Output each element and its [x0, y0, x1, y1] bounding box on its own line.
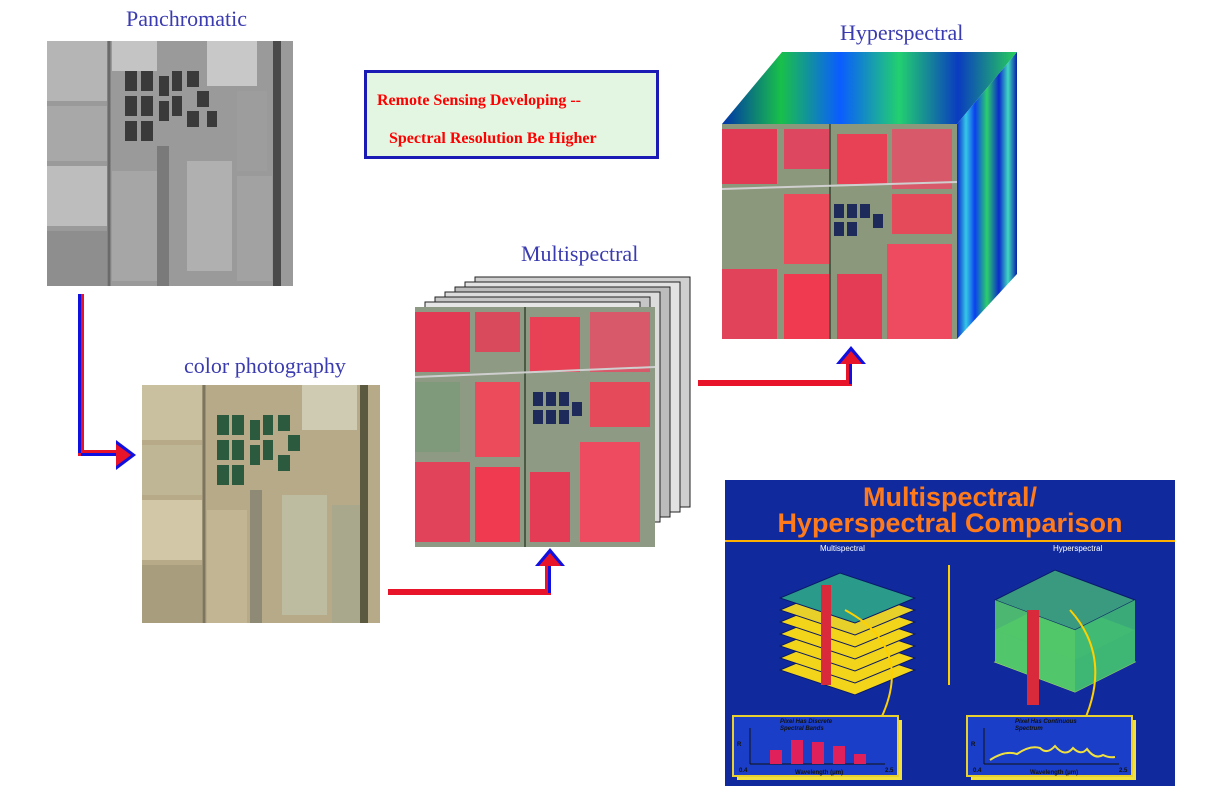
multispectral-stack: [414, 272, 695, 547]
hypercube-top-face: [722, 52, 1017, 124]
panchromatic-image: [47, 41, 293, 286]
multispectral-front-layer: [414, 307, 656, 547]
right-axis-r: R: [971, 742, 976, 748]
multispectral-layers: [778, 572, 917, 696]
comparison-title-line-1: Multispectral/: [862, 482, 1038, 512]
hyperspectral-layers: [993, 569, 1137, 705]
arrow-color-to-multi: [388, 548, 565, 595]
left-spectrum-box: [732, 715, 902, 780]
title-underline: [725, 540, 1175, 542]
color-photography-image: [142, 385, 380, 623]
right-panel-label: Hyperspectral: [1053, 544, 1103, 553]
left-x-max: 2.5: [885, 768, 894, 774]
panel-divider: [948, 565, 950, 685]
multispectral-label: Multispectral: [521, 241, 639, 266]
right-x-min: 0.4: [973, 768, 982, 774]
left-caption: Pixel Has Discrete Spectral Bands: [780, 719, 833, 732]
comparison-title-line-2: Hyperspectral Comparison: [777, 508, 1123, 538]
panchromatic-label: Panchromatic: [126, 6, 247, 31]
right-spectrum-box: [966, 715, 1136, 780]
hypercube-side-face: [957, 52, 1017, 339]
hyperspectral-cube: [721, 44, 1022, 344]
left-axis-r: R: [737, 742, 742, 748]
title-line-1: Remote Sensing Developing --: [377, 92, 581, 109]
hyperspectral-label: Hyperspectral: [840, 20, 964, 45]
right-x-axis-label: Wavelength (μm): [1030, 770, 1079, 776]
left-x-min: 0.4: [739, 768, 748, 774]
arrow-multi-to-hyper: [698, 346, 866, 386]
right-caption: Pixel Has Continuous Spectrum: [1015, 719, 1077, 732]
hypercube-front-face: [721, 124, 958, 339]
left-x-axis-label: Wavelength (μm): [795, 770, 844, 776]
title-line-2: Spectral Resolution Be Higher: [389, 130, 597, 147]
title-box: Remote Sensing Developing -- Spectral Re…: [364, 70, 659, 159]
right-x-max: 2.5: [1119, 768, 1128, 774]
left-panel-label: Multispectral: [820, 544, 865, 553]
arrow-pan-to-color: [78, 294, 136, 470]
comparison-graphics: [732, 569, 1137, 780]
comparison-panel: Multispectral/ Hyperspectral Comparison …: [725, 480, 1175, 786]
color-photography-label: color photography: [184, 353, 346, 378]
